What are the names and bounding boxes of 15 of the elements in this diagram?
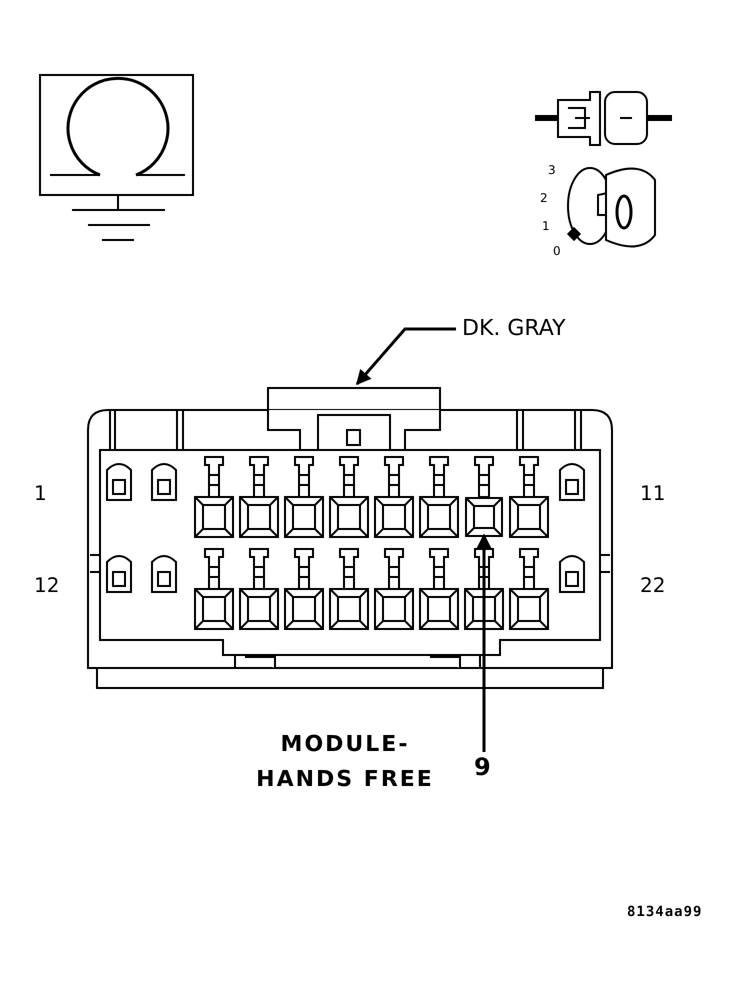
pin-number: 1 (34, 483, 47, 503)
drawing-number: 8134aa99 (627, 905, 702, 919)
ignition-position-number: 2 (540, 192, 548, 204)
pin-number: 22 (640, 575, 666, 595)
pin-number: 11 (640, 483, 666, 503)
callout-number: 9 (474, 755, 491, 779)
leader-arrow (476, 534, 492, 752)
ignition-position-number: 0 (553, 245, 561, 257)
terminal-cavity (465, 497, 503, 537)
connector-name: MODULE- HANDS FREE (255, 731, 435, 794)
ignition-position-number: 3 (548, 164, 556, 176)
pin-number: 12 (34, 575, 60, 595)
leader-arrow (356, 328, 456, 386)
ignition-position-number: 1 (542, 220, 550, 232)
wire-color-label: DK. GRAY (462, 318, 566, 340)
